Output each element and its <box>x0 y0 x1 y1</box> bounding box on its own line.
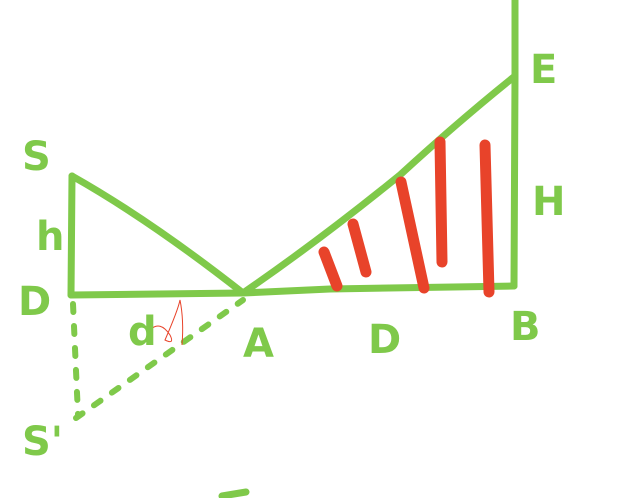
label-d: d <box>128 309 157 355</box>
label-S: S <box>22 134 51 180</box>
dashed-vertical-line <box>70 301 81 418</box>
left-hypotenuse-line <box>68 172 247 297</box>
hatch-line-5 <box>479 139 495 298</box>
label-B: B <box>510 304 541 350</box>
label-D-mid: D <box>368 317 401 363</box>
baseline-line <box>67 282 518 299</box>
label-D-left: D <box>18 279 51 325</box>
right-hypotenuse-line <box>239 72 519 297</box>
hatch-line-2 <box>347 218 372 278</box>
red-scribble <box>149 299 184 346</box>
dashed-diagonal-line <box>73 297 246 421</box>
label-h: h <box>36 214 64 260</box>
hatch-line-4 <box>434 136 448 268</box>
label-H: H <box>532 179 565 225</box>
hatch-line-3 <box>395 176 430 294</box>
label-S-prime: S' <box>22 419 63 465</box>
right-vertical-line <box>510 0 519 290</box>
left-vertical-line <box>67 172 76 299</box>
label-A: A <box>243 321 274 367</box>
label-E: E <box>530 47 557 93</box>
bottom-fragment-mark <box>218 488 250 498</box>
hatch-line-1 <box>318 246 343 292</box>
